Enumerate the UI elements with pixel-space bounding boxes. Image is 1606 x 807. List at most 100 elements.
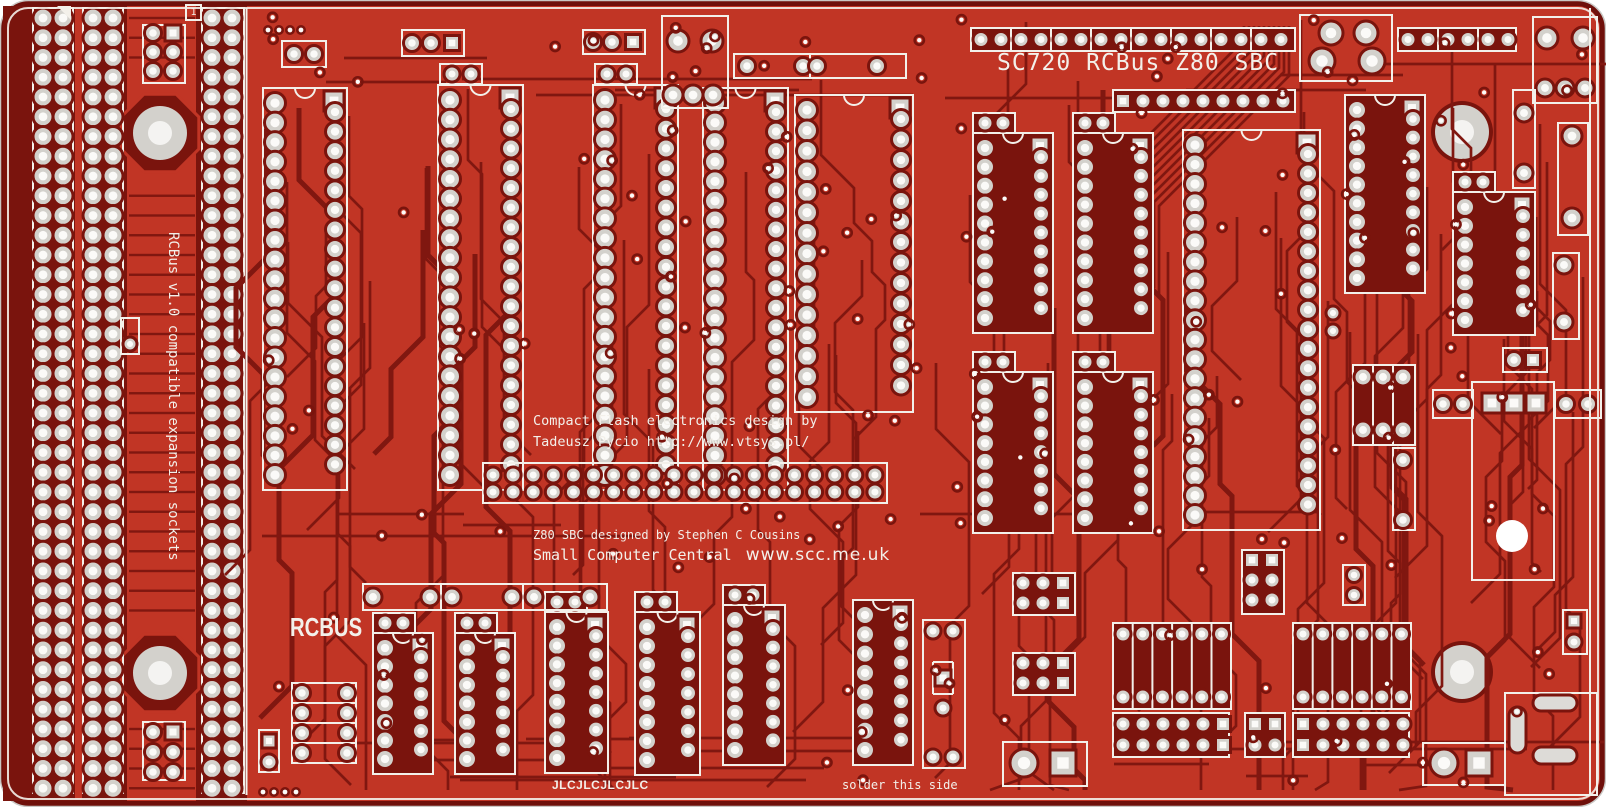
pad-hole xyxy=(1519,268,1527,277)
trace xyxy=(425,166,465,742)
pad-hole xyxy=(1339,720,1347,728)
pad-hole xyxy=(710,372,720,382)
via xyxy=(1453,222,1459,227)
via xyxy=(419,637,425,642)
via xyxy=(1263,228,1268,234)
via-ring xyxy=(1457,158,1470,171)
pad-hole xyxy=(1303,325,1313,334)
pad-hole xyxy=(730,634,740,643)
pad-hole xyxy=(1099,119,1107,127)
via-ring xyxy=(327,611,340,624)
pad-hole xyxy=(271,789,277,795)
via xyxy=(1119,45,1124,50)
pad-hole xyxy=(802,187,812,197)
pad-hole xyxy=(445,312,455,322)
pad-hole xyxy=(330,323,340,332)
pad-hole xyxy=(445,95,455,105)
pad-hole xyxy=(710,488,718,496)
via xyxy=(747,596,752,602)
pad-hole xyxy=(380,736,390,745)
via-ring xyxy=(494,525,507,538)
dip-socket xyxy=(852,599,914,766)
pad-hole xyxy=(1190,490,1200,501)
pad-hole xyxy=(108,783,118,793)
via-ring xyxy=(929,664,942,677)
pad-hole xyxy=(38,645,48,655)
pad-hole xyxy=(710,157,720,167)
via-ring xyxy=(468,327,481,340)
pad-hole xyxy=(1019,579,1027,587)
pad-hole xyxy=(1303,227,1313,237)
via-ring xyxy=(266,11,279,24)
pad-hole xyxy=(58,33,68,43)
header-2pin-topleft-outline xyxy=(281,40,327,68)
bus-trace xyxy=(129,451,195,454)
pin1-notch xyxy=(1483,191,1505,203)
via xyxy=(693,68,698,74)
square-pad-hole xyxy=(1059,659,1067,667)
header-outline xyxy=(142,721,186,781)
via-ring xyxy=(1398,155,1411,168)
bus-trace xyxy=(129,530,195,533)
pad-hole xyxy=(207,33,217,43)
pad-hole xyxy=(108,33,118,43)
pad-hole xyxy=(710,313,720,323)
square-pad-hole xyxy=(505,93,515,103)
pad-hole xyxy=(1459,400,1467,408)
pad-hole xyxy=(207,764,217,773)
pad-hole xyxy=(769,662,777,670)
pad-hole xyxy=(1159,720,1167,728)
pad-hole xyxy=(330,284,340,293)
pad-hole xyxy=(207,151,217,161)
pad-hole xyxy=(980,162,990,172)
pad-hole xyxy=(506,183,516,193)
pad-hole xyxy=(1190,413,1200,423)
via-ring xyxy=(1457,776,1470,789)
jumper-grid-c xyxy=(1241,549,1285,615)
jumper-grid-b xyxy=(1012,652,1076,696)
pad-hole xyxy=(126,340,134,348)
via xyxy=(668,274,674,279)
via-ring xyxy=(896,611,908,624)
pad-hole xyxy=(730,727,740,736)
pad-hole xyxy=(608,38,616,46)
via-ring xyxy=(578,152,591,165)
pad-hole xyxy=(276,27,282,33)
via xyxy=(683,219,688,224)
power-jack-a-outline xyxy=(1002,741,1088,787)
pad-hole xyxy=(38,546,48,556)
bus-row-16 xyxy=(970,27,1296,52)
pad-hole xyxy=(769,736,777,745)
via-ring xyxy=(1511,705,1523,718)
pad-hole xyxy=(207,448,217,457)
pad-hole xyxy=(811,488,819,496)
pad-hole xyxy=(506,321,516,331)
pad-hole xyxy=(108,665,118,675)
pad-hole xyxy=(684,689,692,697)
via-ring xyxy=(841,226,854,239)
pad-hole xyxy=(417,653,425,661)
pad-hole xyxy=(270,313,280,323)
pad-hole xyxy=(997,35,1005,44)
pad-hole xyxy=(149,29,157,37)
pad-hole xyxy=(603,70,611,78)
pad-hole xyxy=(802,269,812,279)
pad-hole xyxy=(592,632,600,640)
pad-hole xyxy=(670,471,678,479)
pad-hole xyxy=(1397,630,1406,638)
pad-hole xyxy=(227,783,237,793)
pad-hole xyxy=(1378,630,1386,638)
via xyxy=(472,331,477,336)
pad-hole xyxy=(661,262,671,272)
via-ring xyxy=(1576,48,1588,61)
pad-hole xyxy=(227,211,237,220)
via-ring xyxy=(1348,129,1361,141)
pad-hole xyxy=(227,191,237,201)
pad-hole xyxy=(1303,286,1313,295)
dip-socket xyxy=(454,612,516,775)
pad-hole xyxy=(1303,344,1313,353)
pad-hole xyxy=(1158,630,1166,638)
square-pad-hole xyxy=(1057,757,1069,769)
mounting-hole xyxy=(119,92,201,174)
via-ring xyxy=(1528,563,1541,576)
